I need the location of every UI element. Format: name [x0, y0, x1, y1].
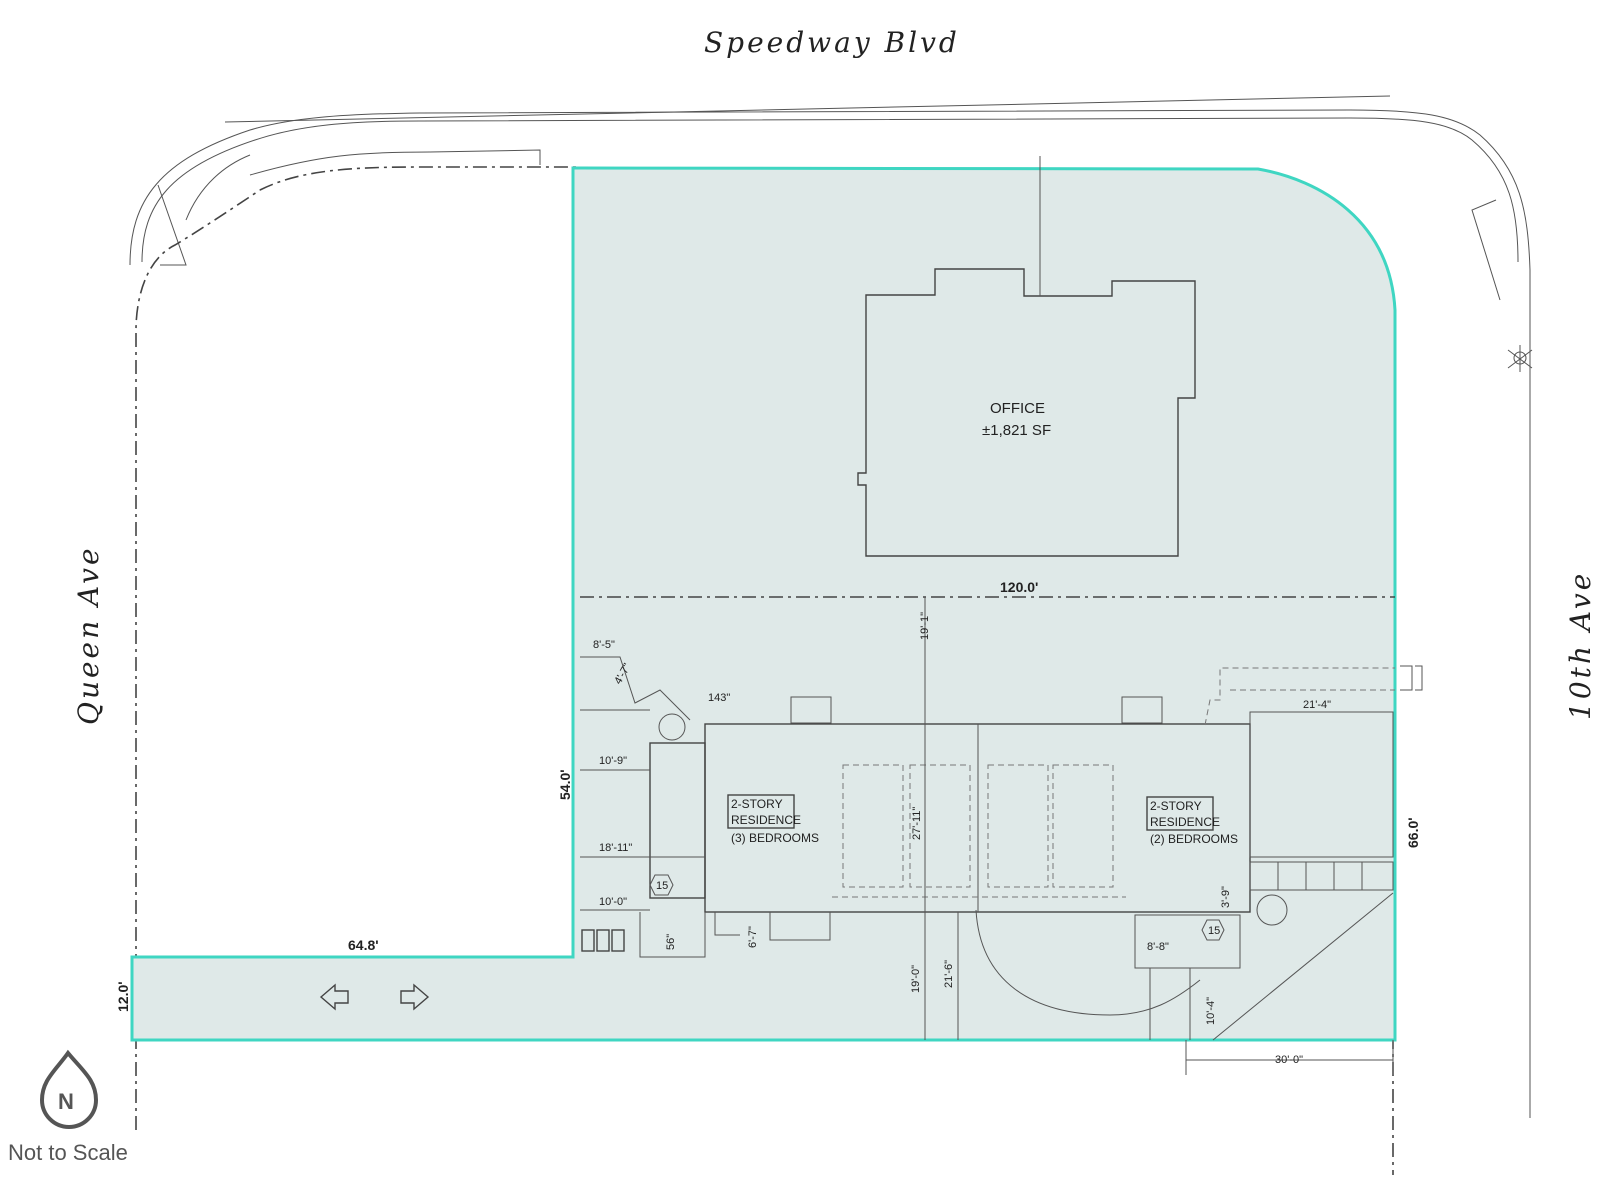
dimension-lines	[924, 597, 1394, 1075]
res-right-line2: RESIDENCE	[1150, 815, 1220, 829]
street-label-10th: 10th Ave	[1564, 571, 1597, 720]
dim-19-0: 19'-0"	[910, 965, 922, 993]
residence-block: 2-STORY RESIDENCE (3) BEDROOMS 2-STORY R…	[580, 656, 1395, 1041]
dim-19-1: 19'-1"	[919, 612, 931, 640]
dim-8-8: 8'-8"	[1147, 941, 1169, 953]
row-line-west	[135, 189, 261, 1130]
parcel-outline	[130, 166, 1397, 1042]
dim-10-4: 10'-4"	[1205, 997, 1217, 1025]
dim-10-0: 10'-0"	[599, 896, 627, 908]
office-area: ±1,821 SF	[982, 422, 1051, 439]
dim-30-0: 30'-0"	[1275, 1054, 1303, 1066]
dim-12: 12.0'	[115, 981, 131, 1012]
hydrant-icon	[1507, 345, 1533, 372]
driveway-arrows	[319, 983, 430, 1011]
street-label-queen: Queen Ave	[72, 545, 105, 725]
road-curbs	[129, 95, 1531, 1118]
utility-marks-icon	[1400, 665, 1423, 691]
tag-15-left: 15	[649, 874, 674, 896]
scale-note: Not to Scale	[8, 1140, 128, 1165]
dim-56: 56"	[665, 934, 677, 950]
dim-27-11: 27'-11"	[911, 807, 923, 840]
office-name: OFFICE	[990, 400, 1045, 417]
office-building: OFFICE ±1,821 SF	[857, 156, 1196, 557]
svg-text:15: 15	[656, 880, 668, 892]
dim-120: 120.0'	[1000, 579, 1038, 595]
tag-15-right: 15	[1201, 919, 1225, 941]
dim-8-5: 8'-5"	[593, 639, 615, 651]
dim-66: 66.0'	[1405, 817, 1421, 848]
compass-letter: N	[58, 1089, 74, 1114]
res-right-line3: (2) BEDROOMS	[1150, 832, 1238, 846]
dim-21-4: 21'-4"	[1303, 699, 1331, 711]
res-right-line1: 2-STORY	[1150, 799, 1202, 813]
svg-text:15: 15	[1208, 925, 1220, 937]
dim-21-6: 21'-6"	[943, 960, 955, 988]
res-left-line1: 2-STORY	[731, 797, 783, 811]
res-left-line2: RESIDENCE	[731, 813, 801, 827]
north-arrow-icon: N	[39, 1049, 99, 1129]
dim-54: 54.0'	[557, 769, 573, 800]
dim-64-8: 64.8'	[348, 937, 379, 953]
street-label-speedway: Speedway Blvd	[704, 26, 960, 59]
dim-10-9: 10'-9"	[599, 755, 627, 767]
dim-143: 143"	[708, 692, 730, 704]
arrow-left-icon	[319, 983, 349, 1011]
row-line-north	[259, 166, 578, 191]
arrow-right-icon	[400, 983, 430, 1011]
dim-6-7: 6'-7"	[747, 926, 759, 948]
dim-3-9: 3'-9"	[1220, 886, 1232, 908]
dim-18-11: 18'-11"	[599, 842, 632, 854]
res-left-line3: (3) BEDROOMS	[731, 831, 819, 845]
